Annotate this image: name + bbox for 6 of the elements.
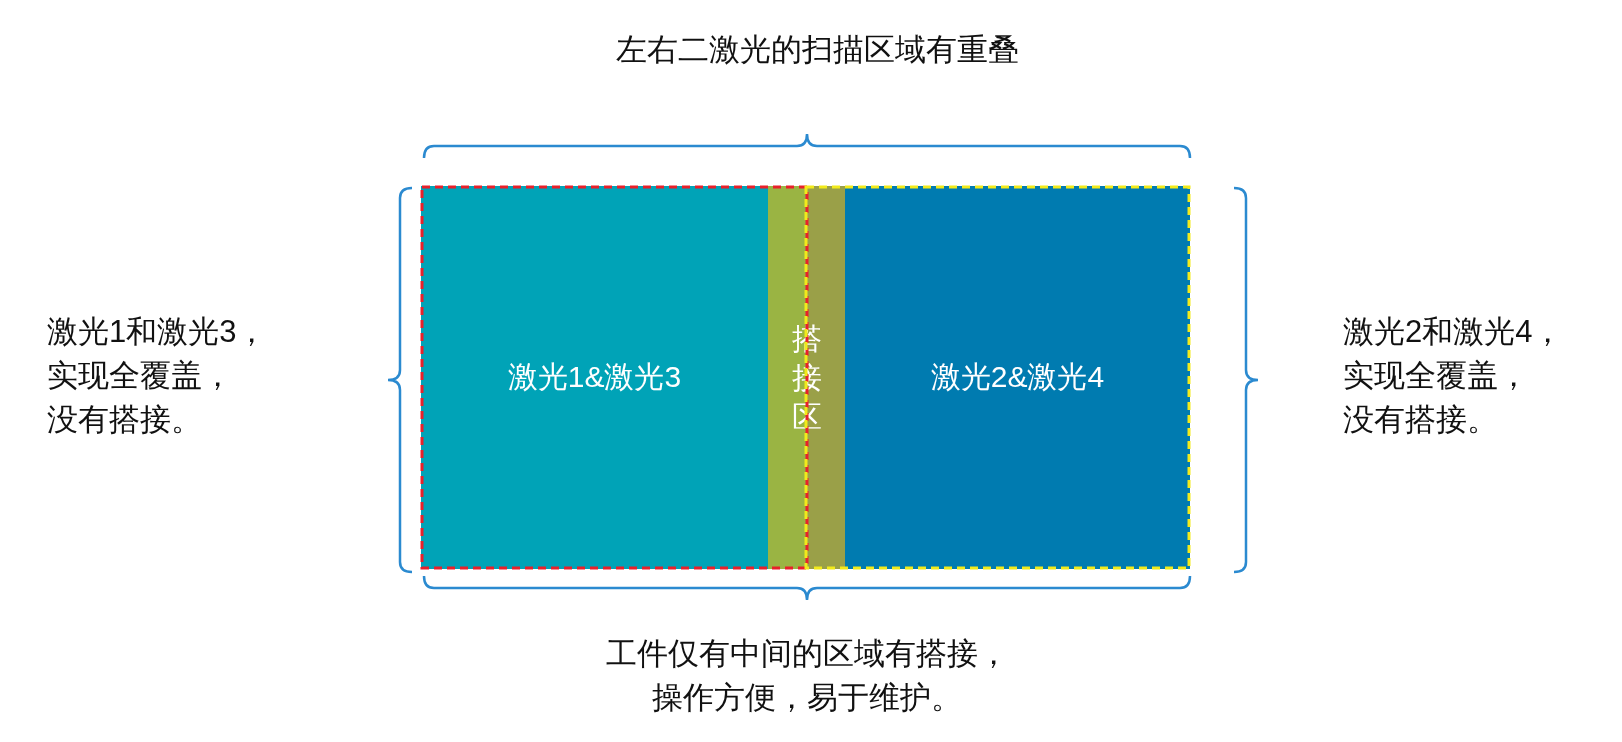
annotation-text: 工件仅有中间的区域有搭接，操作方便，易于维护。 [604, 635, 1010, 717]
scan-region: 激光1&激光3 [421, 186, 768, 569]
annotation-text: 激光1和激光3，实现全覆盖，没有搭接。 [47, 313, 269, 439]
scan-region: 激光2&激光4 [845, 186, 1190, 569]
heading-text: 左右二激光的扫描区域有重叠 [614, 31, 1020, 69]
annotation-text: 激光2和激光4，实现全覆盖，没有搭接。 [1343, 313, 1565, 439]
